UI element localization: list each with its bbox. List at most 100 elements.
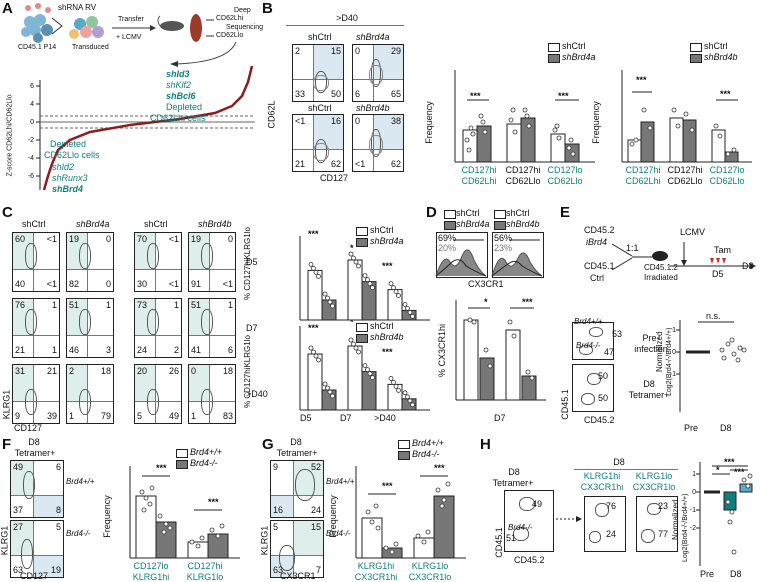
category-label: CX3CR1lo	[408, 572, 452, 582]
category-label: CD127hi	[505, 165, 541, 175]
panel-label-g: G	[262, 436, 274, 453]
quadrant-value: 5	[55, 522, 61, 532]
quadrant-value: 62	[330, 159, 341, 169]
irr-cd45-label: CD45.1.2	[644, 263, 678, 272]
x-axis-label: CX3CR1	[468, 279, 504, 289]
significance-marker: ***	[382, 481, 393, 491]
legend-label: shCtrl	[704, 41, 728, 51]
category-label: CD62Lhi	[461, 176, 497, 186]
ctrl-label: Ctrl	[590, 273, 604, 283]
quadrant-value: 0	[105, 279, 111, 289]
category-label: KLRG1hi	[132, 572, 170, 582]
legend-swatch	[494, 210, 506, 219]
legend-label: shBrd4b	[704, 52, 738, 62]
flow-plot: 70 <1 30 <1	[134, 232, 182, 292]
d8-tetramer-label: D8	[643, 379, 655, 389]
legend-swatch	[356, 323, 368, 332]
quadrant-value: 6	[355, 89, 361, 99]
flow-plot: 51 1 41 6	[188, 298, 236, 358]
cd62lhi-cells-label: CD62Lhi cells	[150, 113, 206, 123]
legend-label: shCtrl	[370, 225, 394, 235]
data-point	[308, 345, 314, 351]
quadrant-value: <1	[222, 279, 233, 289]
gene-shbrd4: shBrd4	[52, 184, 84, 194]
gate-label: KLRG1hi	[583, 471, 621, 481]
ytick: 6	[30, 83, 34, 90]
data-point	[393, 289, 399, 294]
y-axis-label: CD45.1	[493, 527, 504, 558]
d8-header: D8	[613, 457, 625, 467]
flow-plot: 51 1 46 3	[66, 298, 114, 358]
data-point	[327, 389, 333, 395]
pre-infection-label: infection	[634, 344, 668, 354]
ytick: 4	[30, 101, 34, 108]
histogram-pct: 56%	[494, 233, 513, 243]
d8-tetramer-label: Tetramer+	[628, 390, 670, 400]
quadrant-value: 30	[137, 279, 148, 289]
quadrant-value: <1	[46, 234, 57, 244]
quadrant-value: 0	[227, 234, 233, 244]
quadrant-value: 18	[222, 366, 233, 376]
data-point	[353, 259, 359, 265]
ytick: 1	[692, 471, 696, 478]
data-point	[313, 270, 319, 275]
quadrant-value: 0	[355, 116, 361, 126]
category-label: CD62Lhi	[625, 176, 661, 186]
y-axis-label: % CD127hiKLRG1lo	[243, 335, 252, 408]
quadrant-value: 50	[598, 371, 609, 381]
bar	[307, 353, 323, 411]
data-point	[405, 306, 410, 311]
title: Tetramer+	[276, 448, 318, 458]
quadrant-value: <1	[168, 234, 179, 244]
y-axis-label: KLRG1	[0, 525, 10, 556]
ytick: 0	[672, 349, 676, 356]
quadrant-value: 51	[69, 300, 80, 310]
significance-marker: ***	[558, 91, 569, 101]
ytick: -4	[27, 155, 34, 162]
legend-swatch	[356, 238, 368, 247]
quadrant-value: 29	[390, 46, 401, 56]
genotype-label: Brd4-/-	[66, 529, 91, 538]
quadrant-value: 2	[295, 46, 301, 56]
quadrant-value: 33	[295, 89, 306, 99]
genotype-label: Brd4+/+	[574, 317, 603, 326]
category-label: CD127lo	[133, 561, 169, 571]
quadrant-value: 73	[137, 300, 148, 310]
legend-swatch	[444, 210, 456, 219]
data-point	[308, 261, 314, 267]
quadrant-value: 9	[273, 462, 279, 472]
transfer-label: Transfer	[118, 16, 144, 23]
quadrant-value: 15	[310, 522, 321, 532]
category-label: CD127hi	[461, 165, 497, 175]
ytick: 1	[672, 327, 676, 334]
data-point	[330, 303, 335, 309]
y-axis-label: Normalized	[671, 499, 680, 540]
data-point	[365, 277, 370, 282]
flow-plot	[584, 496, 626, 552]
gate-label: CX3CR1hi	[580, 482, 624, 492]
data-point	[410, 314, 415, 319]
y-axis-label: Normalized	[655, 331, 664, 372]
significance-marker: ***	[308, 323, 319, 333]
title: D8	[508, 467, 520, 477]
d5-label: D5	[712, 269, 724, 279]
data-point	[367, 281, 373, 286]
flow-plot: 76 1 21 1	[12, 298, 60, 358]
data-point	[325, 385, 330, 391]
category-label: CD62Llo	[667, 176, 703, 186]
quadrant-value: 7	[315, 565, 321, 575]
category-label: CD127lo	[547, 165, 583, 175]
ibrd4-label: iBrd4	[586, 237, 608, 247]
flow-plot: 31 21 9 39	[12, 364, 60, 424]
legend-label: shCtrl	[456, 208, 480, 218]
gate-label: CX3CR1lo	[632, 482, 676, 492]
data-point	[402, 390, 408, 396]
genotype-label: Brd4-/-	[508, 523, 533, 532]
flow-plot: 2 18 1 79	[66, 364, 114, 424]
data-point	[393, 384, 399, 389]
shrna-rv-label: shRNA RV	[58, 3, 97, 12]
panel-e-chart	[676, 320, 747, 412]
quadrant-value: 8	[55, 505, 61, 515]
y-axis-label: CD62L	[266, 100, 277, 129]
x-category: Pre	[700, 569, 715, 579]
